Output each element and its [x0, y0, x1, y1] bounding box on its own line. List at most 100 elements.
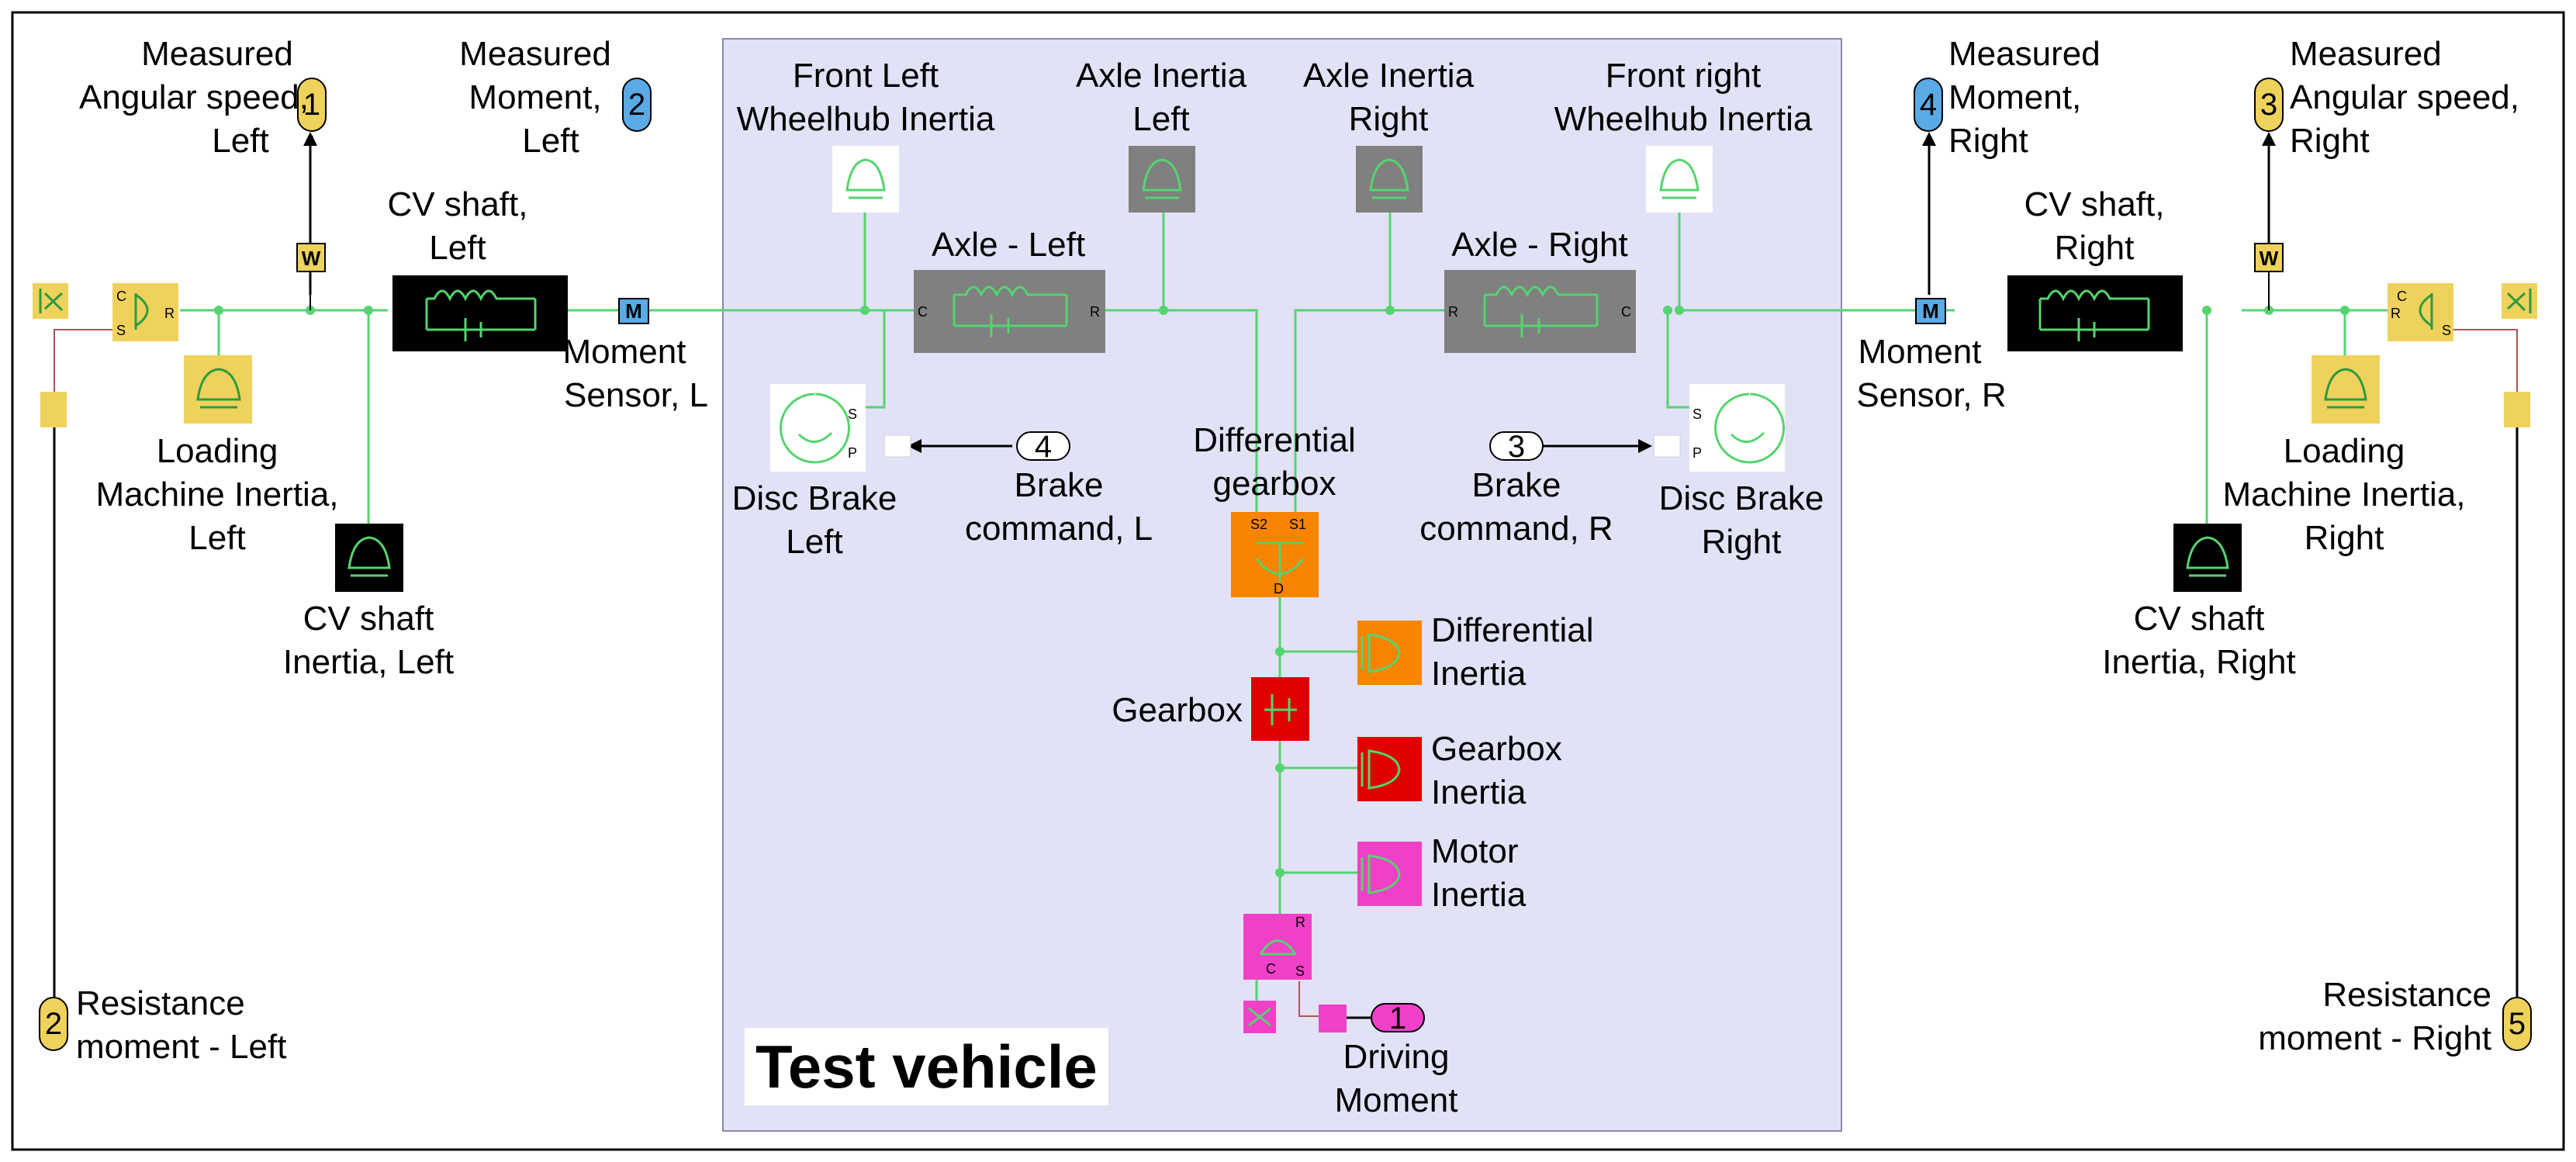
ground-icon [2506, 289, 2532, 313]
port-letter-r: R [1295, 915, 1305, 930]
inertia-icon [2324, 368, 2367, 409]
inport-2-resistance-left[interactable]: 2 [39, 997, 68, 1051]
axle-left-block[interactable] [914, 270, 1105, 353]
outport-2-moment-left[interactable]: 2 [622, 78, 652, 132]
diagram-frame [11, 11, 2565, 1151]
moment-sensor-m-letter: M [625, 299, 642, 323]
spring-damper-icon [2038, 289, 2150, 341]
port-letter-c: C [918, 304, 928, 320]
port-letter-s: S [116, 323, 126, 338]
cv-shaft-right-block[interactable] [2007, 275, 2183, 351]
torque-source-icon [134, 293, 149, 330]
port-letter-c: C [396, 304, 406, 320]
port-letter-p: P [848, 445, 857, 461]
inertia-icon [1142, 158, 1182, 199]
subsystem-title: Test vehicle [745, 1028, 1108, 1105]
port-letter-c: C [2397, 289, 2407, 304]
outport-4-moment-right[interactable]: 4 [1914, 78, 1943, 132]
outport-1-speed-left[interactable]: 1 [297, 78, 327, 132]
inport-5-resistance-right[interactable]: 5 [2502, 997, 2532, 1051]
spring-damper-icon [425, 289, 537, 341]
ps-converter-brake-left[interactable] [883, 434, 911, 458]
moment-sensor-right-block[interactable] [1915, 298, 1946, 324]
physical-signal-lines [54, 329, 2518, 1017]
speed-sensor-right-block[interactable] [2254, 243, 2284, 272]
mechanical-reference-right[interactable] [2502, 283, 2537, 319]
loading-inertia-left-block[interactable] [184, 355, 252, 424]
port-letter-s: S [1693, 406, 1702, 422]
label-cv-shaft-right: CV shaft,Right [2024, 185, 2165, 267]
inport-1-driving-moment[interactable]: 1 [1371, 1003, 1425, 1034]
port-letter-r: R [164, 306, 175, 321]
inport-3-brake-right[interactable]: 3 [1489, 431, 1544, 462]
inertia-icon [348, 536, 391, 577]
front-right-hub-block[interactable] [1646, 146, 1713, 213]
speed-sensor-left-block[interactable] [296, 243, 326, 272]
ground-icon [1248, 1007, 1271, 1027]
disc-brake-icon [780, 393, 850, 464]
differential-inertia-block[interactable] [1357, 621, 1422, 685]
inertia-icon [1361, 633, 1401, 673]
port-letter-c: C [1621, 304, 1631, 320]
inertia-icon [1659, 158, 1699, 199]
cv-inertia-right-block[interactable] [2173, 524, 2242, 592]
moment-sensor-left-block[interactable] [618, 298, 649, 324]
ps-converter-left[interactable] [40, 392, 67, 427]
port-letter-d: D [1274, 581, 1284, 597]
outport-3-speed-right[interactable]: 3 [2254, 78, 2284, 132]
label-axle-left: Axle - Left [931, 226, 1086, 264]
label-axle-right: Axle - Right [1451, 226, 1628, 264]
loading-inertia-right-block[interactable] [2311, 355, 2380, 424]
cv-inertia-left-block[interactable] [335, 524, 403, 592]
port-letter-s: S [1295, 963, 1305, 979]
torque-source-left[interactable] [112, 283, 178, 341]
mechanical-reference-left[interactable] [33, 283, 68, 319]
axle-inertia-left-block[interactable] [1129, 146, 1195, 213]
inertia-icon [196, 368, 241, 409]
port-letter-r: R [1448, 304, 1458, 320]
axle-inertia-right-block[interactable] [1356, 146, 1423, 213]
ps-converter-right[interactable] [2504, 392, 2530, 427]
gear-icon [1264, 694, 1297, 725]
ps-converter-driving[interactable] [1319, 1005, 1347, 1032]
port-letter-s1: S1 [1289, 517, 1306, 532]
moment-sensor-m-letter: M [1922, 299, 1939, 323]
front-left-hub-block[interactable] [832, 146, 899, 213]
differential-gearbox-block[interactable] [1231, 512, 1319, 597]
port-letter-r: R [1090, 304, 1100, 320]
ps-converter-brake-right[interactable] [1653, 434, 1681, 458]
gearbox-inertia-block[interactable] [1357, 737, 1422, 801]
cv-shaft-left-block[interactable] [392, 275, 568, 351]
axle-right-block[interactable] [1444, 270, 1636, 353]
disc-brake-icon [1714, 393, 1785, 464]
port-letter-s: S [848, 406, 857, 422]
port-letter-p: P [1693, 445, 1702, 461]
label-gearbox: Gearbox [1112, 691, 1243, 729]
port-letter-r: R [2013, 304, 2023, 320]
spring-damper-icon [1483, 285, 1599, 337]
ground-icon [39, 289, 64, 313]
motor-inertia-block[interactable] [1357, 842, 1422, 906]
port-letter-s2: S2 [1250, 517, 1267, 532]
port-letter-r: R [557, 304, 567, 320]
speed-sensor-w-letter: W [2260, 247, 2279, 270]
driving-torque-source-block[interactable] [1243, 914, 1312, 980]
inport-4-brake-left[interactable]: 4 [1016, 431, 1070, 462]
torque-source-icon [1259, 939, 1297, 956]
label-cv-shaft-left: CV shaft,Left [387, 185, 528, 267]
